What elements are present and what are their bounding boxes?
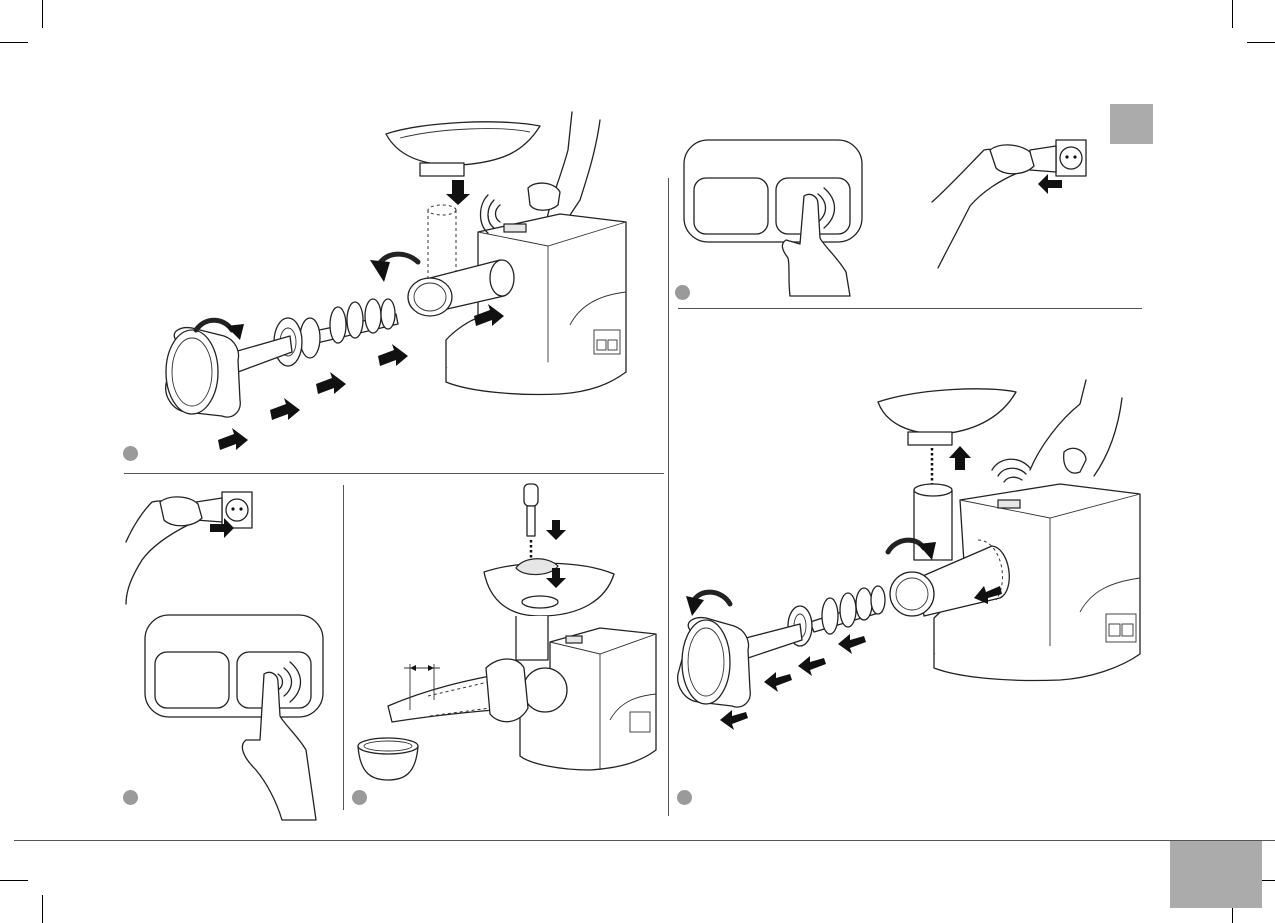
- push-arrow-icon: [764, 672, 792, 692]
- push-arrow-icon: [949, 446, 971, 470]
- press-wave-icon: [992, 459, 1030, 482]
- push-arrow-icon: [720, 710, 748, 730]
- push-arrow-icon: [798, 656, 826, 676]
- push-arrow-icon: [838, 634, 866, 654]
